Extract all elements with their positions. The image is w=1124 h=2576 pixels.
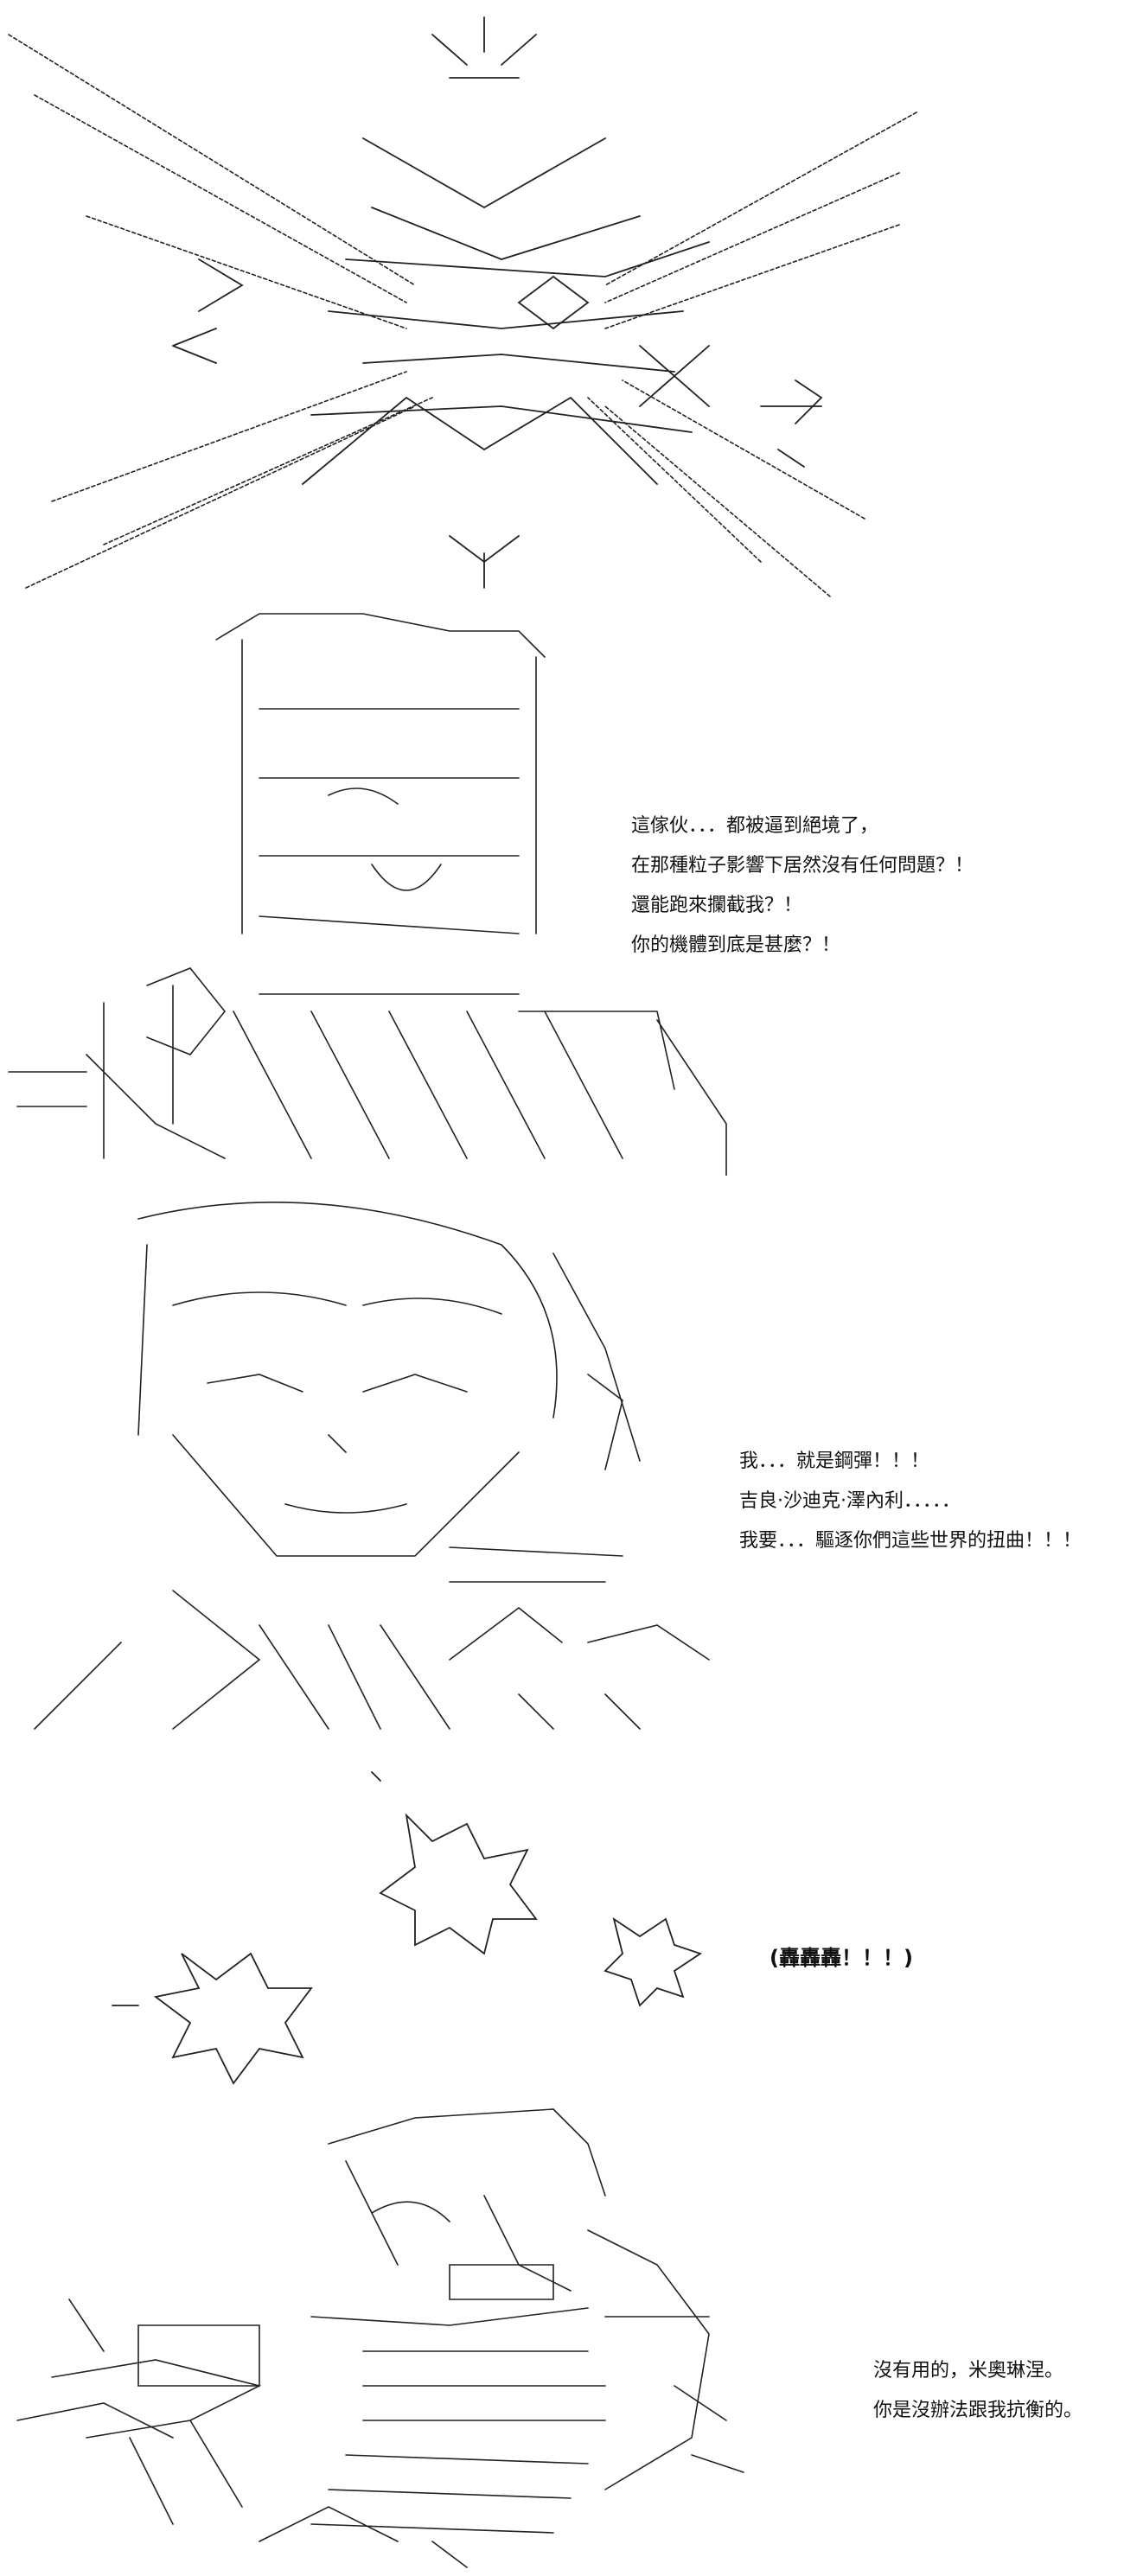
panel-5-dialogue: 沒有用的，米奧琳涅。 你是沒辦法跟我抗衡的。 [873,2362,1082,2441]
dialogue-line: 你是沒辦法跟我抗衡的。 [873,2400,1083,2421]
mech-art [16,2108,744,2568]
panel-1-explosion [0,0,1124,605]
dialogue-line: 你的機體到底是甚麼？！ [631,934,841,956]
dialogue-line: 我要．．．驅逐你們這些世界的扭曲！！！ [739,1530,1082,1552]
panel-3-closeup: 我．．．就是鋼彈！！！ 吉良·沙迪克·澤內利．．．．． 我要．．．驅逐你們這些世… [0,1176,1124,1763]
character-art [34,1201,710,1730]
panel-2-cockpit: 這傢伙．．．都被逼到絕境了， 在那種粒子影響下居然沒有任何問題？！ 還能跑來攔截… [0,605,1124,1176]
panel-4-impacts: (轟轟轟！！！) [0,1763,1124,2092]
dialogue-line: 這傢伙．．．都被逼到絕境了， [631,815,879,837]
panel-3-dialogue: 我．．．就是鋼彈！！！ 吉良·沙迪克·澤內利．．．．． 我要．．．驅逐你們這些世… [739,1452,1082,1572]
sfx-text: (轟轟轟！！！) [770,1946,913,1970]
dialogue-line: 沒有用的，米奧琳涅。 [873,2360,1064,2382]
dialogue-line: 吉良·沙迪克·澤內利．．．．． [739,1490,961,1512]
dialogue-line: 我．．．就是鋼彈！！！ [739,1451,930,1472]
dialogue-line: 還能跑來攔截我？！ [631,895,803,916]
pilot-art [8,613,727,1176]
panel-2-dialogue: 這傢伙．．．都被逼到絕境了， 在那種粒子影響下居然沒有任何問題？！ 還能跑來攔截… [631,817,974,976]
panel-5-mech: 沒有用的，米奧琳涅。 你是沒辦法跟我抗衡的。 [0,2092,1124,2576]
impact-burst-art [112,1771,703,2085]
explosion-burst-art [8,16,917,597]
dialogue-line: 在那種粒子影響下居然沒有任何問題？！ [631,855,974,877]
